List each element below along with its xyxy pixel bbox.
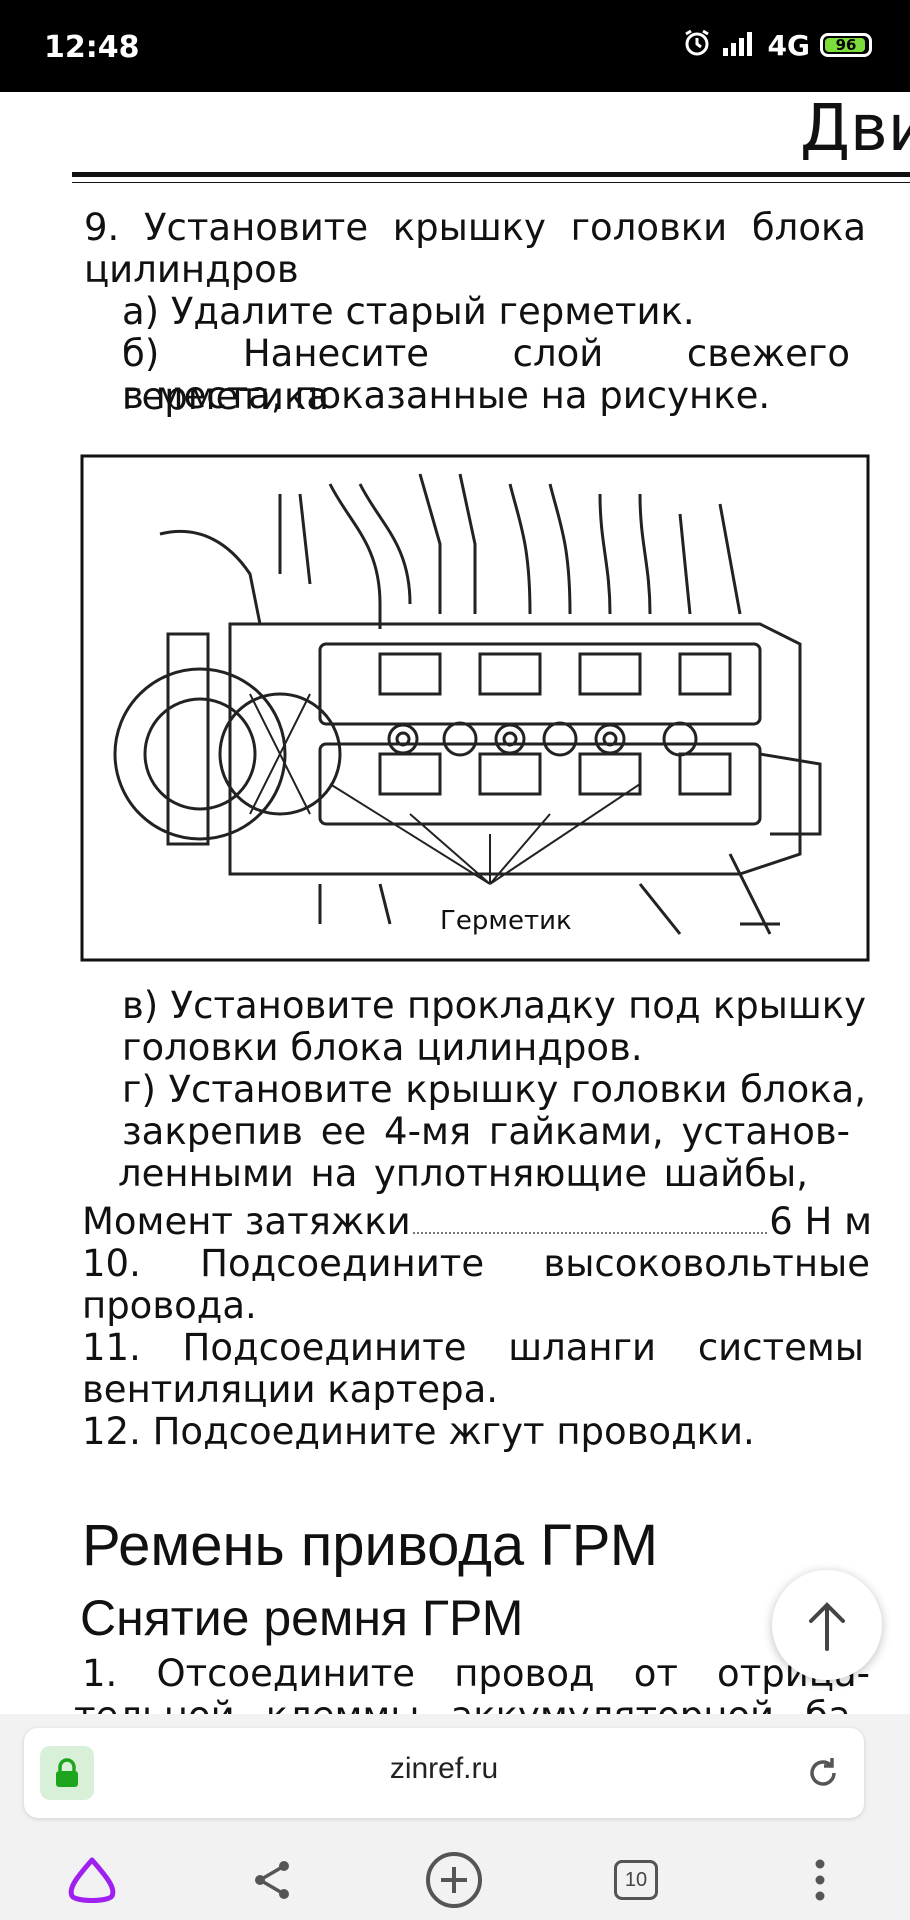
reload-button[interactable] <box>798 1748 848 1798</box>
tabs-button[interactable]: 10 <box>606 1850 666 1910</box>
step9-g1: г) Установите крышку головки блока, <box>122 1068 866 1111</box>
step11-line2: вентиляции картера. <box>82 1368 499 1411</box>
step9-g2: закрепив ее 4-мя гайками, установ- <box>122 1110 850 1153</box>
url-text[interactable]: zinref.ru <box>389 1752 499 1785</box>
web-page-content: Дви 9. Установите крышку головки блока ц… <box>0 92 910 1714</box>
status-bar: 12:48 4G 96 <box>0 0 910 92</box>
alarm-icon <box>682 28 712 62</box>
step11-line1: 11. Подсоедините шланги системы <box>82 1326 864 1369</box>
alice-assistant-button[interactable] <box>62 1850 122 1910</box>
step9-g3: ленными на уплотняющие шайбы, <box>118 1152 808 1195</box>
engine-sealant-diagram: Герметик <box>80 454 870 962</box>
step9-v1: в) Установите прокладку под крышку <box>122 984 866 1027</box>
subsection-title: Снятие ремня ГРМ <box>80 1590 524 1646</box>
page-header-partial: Дви <box>800 92 910 166</box>
plus-circle-icon <box>426 1852 482 1908</box>
new-tab-button[interactable] <box>424 1850 484 1910</box>
site-security-button[interactable] <box>40 1746 94 1800</box>
tab-count: 10 <box>614 1860 658 1900</box>
torque-value: 6 Н м <box>769 1200 872 1243</box>
address-bar[interactable]: zinref.ru <box>24 1728 864 1818</box>
step9-v2: головки блока цилиндров. <box>122 1026 643 1069</box>
step9-b2: в места, показанные на рисунке. <box>122 374 771 417</box>
step9-b1: б) Нанесите слой свежего герметика <box>122 332 850 418</box>
header-rule-thin <box>72 182 910 183</box>
share-icon <box>255 1861 289 1899</box>
browser-nav-row: 10 <box>0 1840 910 1920</box>
status-time: 12:48 <box>44 30 140 65</box>
header-rule <box>72 172 910 177</box>
signal-icon <box>722 30 758 60</box>
battery-icon: 96 <box>820 33 872 57</box>
step1-line2: тельной клеммы аккумуляторной ба- <box>74 1694 864 1714</box>
torque-leader-dots <box>412 1212 768 1234</box>
step10-line2: провода. <box>82 1284 257 1327</box>
step1-line1: 1. Отсоедините провод от отрица- <box>82 1652 870 1695</box>
step12: 12. Подсоедините жгут проводки. <box>82 1410 755 1453</box>
step9-line2: цилиндров <box>84 248 299 291</box>
torque-label: Момент затяжки <box>82 1200 411 1243</box>
scroll-to-top-button[interactable] <box>772 1570 882 1680</box>
step9-line1: 9. Установите крышку головки блока <box>84 206 866 249</box>
more-vert-icon <box>815 1859 825 1901</box>
battery-level-fill <box>825 38 866 52</box>
menu-button[interactable] <box>790 1850 850 1910</box>
alice-icon <box>68 1857 116 1903</box>
arrow-up-icon <box>809 1602 845 1651</box>
status-icons: 4G 96 <box>682 28 872 62</box>
browser-bottom-bar: zinref.ru 10 <box>0 1714 910 1920</box>
network-type: 4G <box>767 28 810 62</box>
figure-label: Герметик <box>440 906 572 936</box>
lock-icon <box>56 1758 78 1787</box>
battery-percent: 96 <box>835 36 857 54</box>
share-button[interactable] <box>242 1850 302 1910</box>
torque-row: Момент затяжки 6 Н м <box>82 1200 872 1243</box>
step10-line1: 10. Подсоедините высоковольтные <box>82 1242 870 1285</box>
section-title: Ремень привода ГРМ <box>82 1513 659 1578</box>
reload-icon <box>810 1758 836 1786</box>
step9-a: а) Удалите старый герметик. <box>122 290 695 333</box>
